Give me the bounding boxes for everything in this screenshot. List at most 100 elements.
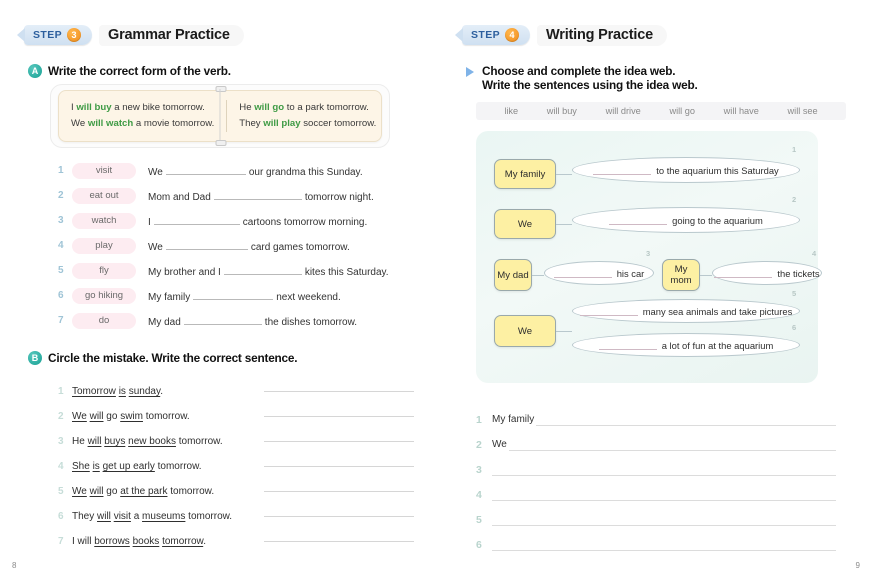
sentence-suffix: card games tomorrow.: [250, 241, 350, 253]
example-box-wrapper: I will buy a new bike tomorrow.We will w…: [50, 84, 390, 148]
idea-web-subject-box[interactable]: We: [494, 315, 556, 347]
underlined-word[interactable]: will: [87, 436, 102, 447]
step-header-left: STEP 3 Grammar Practice: [16, 22, 414, 48]
underlined-word[interactable]: will: [89, 411, 104, 422]
sentence-text: tomorrow.: [185, 511, 233, 522]
answer-blank[interactable]: [165, 239, 248, 250]
idea-web-oval[interactable]: going to the aquarium: [572, 207, 800, 233]
answer-blank[interactable]: [153, 214, 240, 225]
underlined-word[interactable]: will: [97, 511, 111, 522]
underlined-word[interactable]: swim: [120, 411, 143, 422]
idea-web-subject-box[interactable]: We: [494, 209, 556, 239]
example-predicate: soccer tomorrow.: [300, 118, 377, 129]
underlined-word[interactable]: visit: [113, 511, 131, 522]
idea-web-subject-box[interactable]: My dad: [494, 259, 532, 291]
underlined-word[interactable]: buys: [104, 436, 126, 447]
item-number: 2: [58, 411, 64, 422]
page-number-left: 8: [12, 561, 17, 570]
writing-blank-line[interactable]: [492, 525, 836, 526]
answer-blank[interactable]: [165, 164, 246, 175]
idea-web-subject-box[interactable]: My mom: [662, 259, 700, 291]
writing-blank-line[interactable]: [492, 500, 836, 501]
right-page: STEP 4 Writing Practice Choose and compl…: [438, 0, 876, 580]
answer-write-line[interactable]: [264, 541, 414, 542]
underlined-word[interactable]: sunday: [128, 386, 161, 397]
oval-blank[interactable]: [714, 269, 773, 278]
underlined-word[interactable]: is: [118, 386, 126, 397]
idea-web-subject-box[interactable]: My family: [494, 159, 556, 189]
oval-blank[interactable]: [598, 341, 657, 350]
idea-web-oval[interactable]: a lot of fun at the aquarium: [572, 333, 800, 357]
underlined-word[interactable]: museums: [142, 511, 186, 522]
idea-web-oval[interactable]: his car: [544, 261, 654, 285]
oval-blank[interactable]: [579, 307, 638, 316]
oval-blank[interactable]: [593, 166, 652, 175]
verb-chip: watch: [72, 212, 136, 229]
underlined-word[interactable]: She: [72, 461, 90, 472]
idea-web-connector: [556, 331, 572, 333]
answer-blank[interactable]: [223, 264, 302, 275]
example-predicate: a movie tomorrow.: [133, 118, 215, 129]
sentence-suffix: tomorrow night.: [304, 191, 374, 203]
underlined-word[interactable]: books: [132, 536, 160, 547]
sentence-text: .: [160, 386, 163, 397]
answer-write-line[interactable]: [264, 441, 414, 442]
step-badge-right: STEP 4: [454, 25, 531, 45]
answer-blank[interactable]: [213, 189, 302, 200]
writing-blank-line[interactable]: [536, 425, 836, 426]
idea-web-connector: [556, 174, 572, 176]
word-bank-item[interactable]: will drive: [605, 106, 641, 116]
answer-write-line[interactable]: [264, 391, 414, 392]
answer-blank[interactable]: [193, 289, 274, 300]
word-bank-item[interactable]: will have: [723, 106, 759, 116]
item-number: 4: [58, 240, 64, 251]
oval-text: his car: [616, 267, 645, 279]
word-bank-item[interactable]: will see: [787, 106, 818, 116]
underlined-word[interactable]: tomorrow: [162, 536, 204, 547]
answer-blank[interactable]: [183, 314, 262, 325]
underlined-word[interactable]: We: [72, 411, 87, 422]
mistake-sentence: We will go at the park tomorrow.: [72, 486, 258, 497]
answer-write-line[interactable]: [264, 466, 414, 467]
item-number: 1: [58, 386, 64, 397]
underlined-word[interactable]: at the park: [120, 486, 168, 497]
answer-write-line[interactable]: [264, 516, 414, 517]
writing-blank-line[interactable]: [492, 475, 836, 476]
oval-blank[interactable]: [553, 269, 612, 278]
oval-number: 3: [646, 249, 651, 258]
idea-web-oval[interactable]: many sea animals and take pictures: [572, 299, 800, 323]
idea-web-connector: [532, 275, 544, 277]
idea-web-oval[interactable]: the tickets: [712, 261, 822, 285]
word-bank-item[interactable]: like: [504, 106, 519, 116]
verb-chip: fly: [72, 262, 136, 279]
underlined-word[interactable]: Tomorrow: [72, 386, 116, 397]
word-bank-item[interactable]: will buy: [546, 106, 577, 116]
underlined-word[interactable]: borrows: [94, 536, 130, 547]
underlined-word[interactable]: We: [72, 486, 87, 497]
idea-web-oval[interactable]: to the aquarium this Saturday: [572, 157, 800, 183]
writing-line-row: 5: [476, 501, 836, 526]
oval-number: 1: [792, 145, 797, 154]
item-number: 5: [476, 514, 482, 526]
writing-blank-line[interactable]: [508, 450, 836, 451]
oval-blank[interactable]: [609, 216, 668, 225]
example-sentence: They will play soccer tomorrow.: [239, 116, 376, 132]
answer-write-line[interactable]: [264, 416, 414, 417]
answer-write-line[interactable]: [264, 491, 414, 492]
underlined-word[interactable]: will: [89, 486, 104, 497]
underlined-word[interactable]: get up early: [102, 461, 155, 472]
page-number-right: 9: [855, 561, 860, 570]
section-b-badge: B: [28, 351, 42, 365]
writing-blank-line[interactable]: [492, 550, 836, 551]
underlined-word[interactable]: new books: [128, 436, 176, 447]
sentence-text: go: [103, 486, 121, 497]
word-bank-item[interactable]: will go: [669, 106, 695, 116]
underlined-word[interactable]: is: [92, 461, 100, 472]
